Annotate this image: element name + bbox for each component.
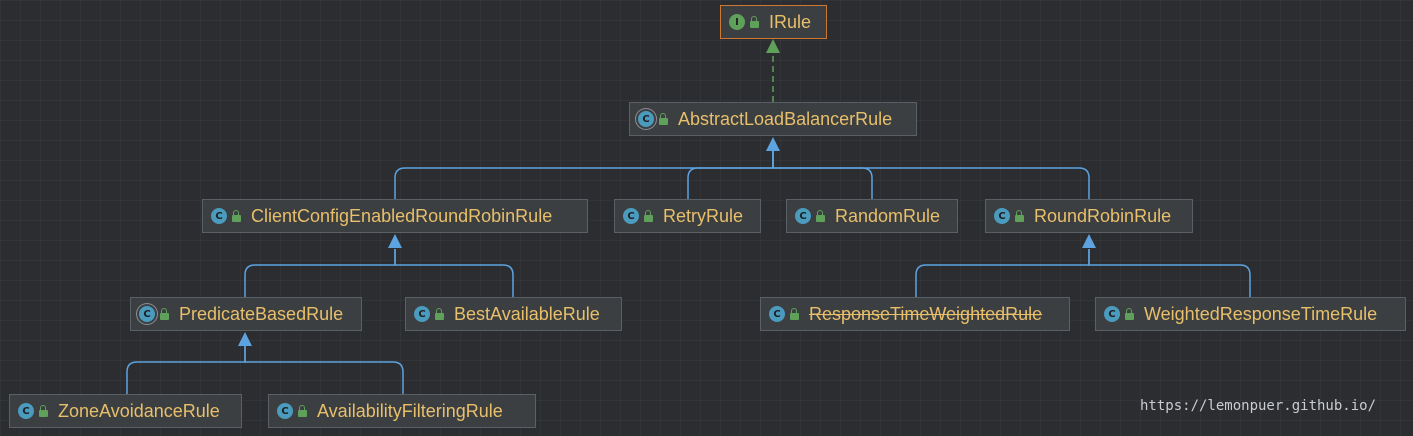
node-weighted-response-time-rule[interactable]: C WeightedResponseTimeRule bbox=[1095, 297, 1406, 331]
implements-arrowhead bbox=[766, 39, 780, 53]
extends-arrowhead bbox=[388, 234, 402, 248]
extends-arrowhead bbox=[766, 137, 780, 151]
class-icon: C bbox=[623, 208, 639, 224]
interface-icon: I bbox=[729, 14, 745, 30]
node-label: BestAvailableRule bbox=[454, 304, 600, 324]
lock-icon bbox=[644, 209, 653, 222]
lock-icon bbox=[1125, 307, 1134, 320]
node-predicate-based-rule[interactable]: C PredicateBasedRule bbox=[130, 297, 362, 331]
class-icon: C bbox=[211, 208, 227, 224]
class-icon: C bbox=[414, 306, 430, 322]
node-label: RetryRule bbox=[663, 206, 744, 226]
lock-icon bbox=[232, 209, 241, 222]
class-icon: C bbox=[18, 403, 34, 419]
extends-edge bbox=[772, 151, 1090, 199]
node-zone-avoidance-rule[interactable]: C ZoneAvoidanceRule bbox=[9, 394, 242, 428]
node-best-available-rule[interactable]: C BestAvailableRule bbox=[405, 297, 622, 331]
lock-icon bbox=[39, 404, 48, 417]
lock-icon bbox=[790, 307, 799, 320]
node-label: ResponseTimeWeightedRule bbox=[809, 304, 1043, 324]
extends-arrowhead bbox=[238, 332, 252, 346]
extends-edge bbox=[244, 346, 404, 394]
extends-edge bbox=[244, 249, 396, 297]
node-availability-filtering-rule[interactable]: C AvailabilityFilteringRule bbox=[268, 394, 536, 428]
node-label: IRule bbox=[769, 12, 812, 32]
node-label: AbstractLoadBalancerRule bbox=[678, 109, 893, 129]
node-label: WeightedResponseTimeRule bbox=[1144, 304, 1378, 324]
extends-edge bbox=[394, 249, 514, 297]
class-icon: C bbox=[277, 403, 293, 419]
abstract-class-icon: C bbox=[139, 306, 155, 322]
node-label: ZoneAvoidanceRule bbox=[58, 401, 220, 421]
lock-icon bbox=[435, 307, 444, 320]
lock-icon bbox=[750, 15, 759, 28]
extends-edge bbox=[915, 249, 1090, 297]
class-icon: C bbox=[769, 306, 785, 322]
class-icon: C bbox=[1104, 306, 1120, 322]
node-label: AvailabilityFilteringRule bbox=[317, 401, 503, 421]
node-random-rule[interactable]: C RandomRule bbox=[786, 199, 958, 233]
node-retry-rule[interactable]: C RetryRule bbox=[614, 199, 761, 233]
extends-arrowhead bbox=[1082, 234, 1096, 248]
node-client-config-enabled-round-robin-rule[interactable]: C ClientConfigEnabledRoundRobinRule bbox=[202, 199, 588, 233]
abstract-class-icon: C bbox=[638, 111, 654, 127]
node-label: ClientConfigEnabledRoundRobinRule bbox=[251, 206, 553, 226]
node-round-robin-rule[interactable]: C RoundRobinRule bbox=[985, 199, 1193, 233]
lock-icon bbox=[298, 404, 307, 417]
node-label: RandomRule bbox=[835, 206, 941, 226]
extends-edge bbox=[772, 151, 873, 199]
lock-icon bbox=[160, 307, 169, 320]
class-icon: C bbox=[994, 208, 1010, 224]
node-abstract-load-balancer-rule[interactable]: C AbstractLoadBalancerRule bbox=[629, 102, 917, 136]
node-irule[interactable]: I IRule bbox=[720, 5, 827, 39]
watermark: https://lemonpuer.github.io/ bbox=[1140, 398, 1377, 414]
node-label: PredicateBasedRule bbox=[179, 304, 344, 324]
extends-edge bbox=[126, 346, 246, 394]
lock-icon bbox=[1015, 209, 1024, 222]
lock-icon bbox=[659, 112, 668, 125]
extends-edge bbox=[687, 151, 774, 199]
extends-edge bbox=[394, 151, 774, 199]
lock-icon bbox=[816, 209, 825, 222]
extends-edge bbox=[1088, 249, 1251, 297]
class-icon: C bbox=[795, 208, 811, 224]
node-response-time-weighted-rule[interactable]: C ResponseTimeWeightedRule bbox=[760, 297, 1070, 331]
node-label: RoundRobinRule bbox=[1034, 206, 1172, 226]
